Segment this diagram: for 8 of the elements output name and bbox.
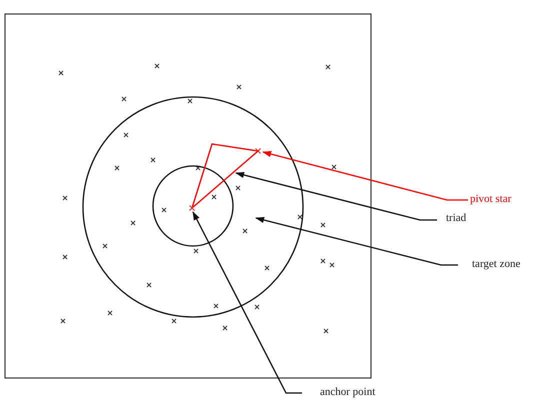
leader-arrow bbox=[262, 151, 468, 201]
leader-label: anchor point bbox=[320, 386, 376, 399]
leader-label: pivot star bbox=[470, 193, 512, 206]
leader-arrow bbox=[255, 216, 458, 266]
leader-label: target zone bbox=[472, 258, 520, 271]
leader-arrow bbox=[192, 211, 302, 394]
leader-arrow bbox=[235, 172, 437, 221]
leader-label: triad bbox=[446, 212, 466, 225]
